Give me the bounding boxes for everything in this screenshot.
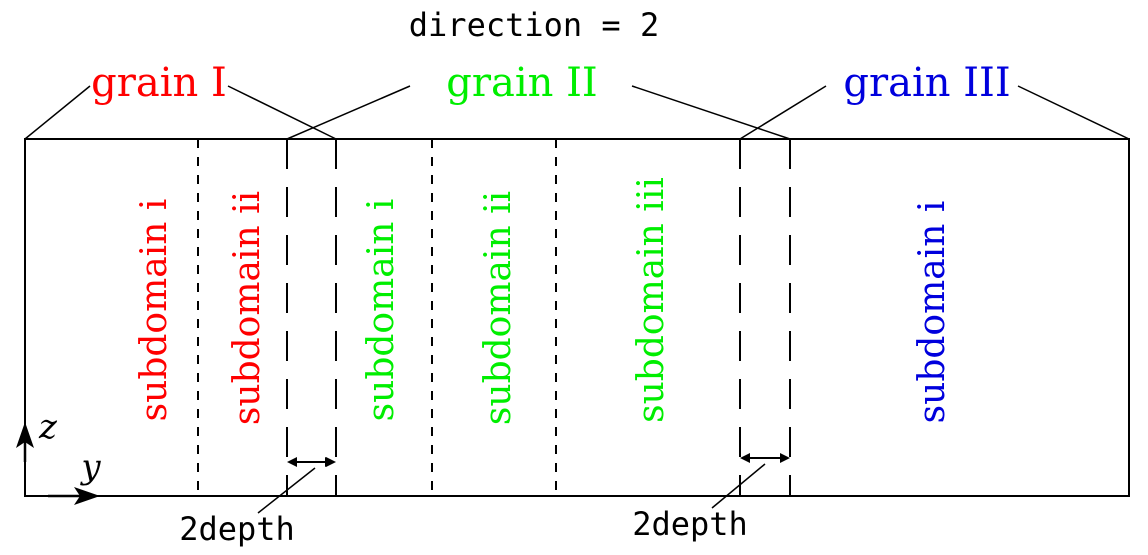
y-axis-arrowhead [74, 487, 100, 505]
grain-label-I: grain I [91, 60, 227, 106]
depth-leader-line [711, 463, 766, 509]
depth-leader-line [257, 467, 316, 514]
domain-box [24, 138, 1130, 497]
subdomain-label: subdomain ii [227, 191, 268, 425]
depth-label: 2depth [179, 510, 295, 548]
grain-leader-line [227, 85, 337, 140]
grain-leader-line [1017, 85, 1130, 140]
grain-leader-line [631, 85, 791, 140]
z-axis-arrowhead [16, 422, 34, 448]
depth-label: 2depth [632, 505, 748, 543]
subdomain-label: subdomain ii [478, 191, 519, 425]
grain-leader-line [739, 85, 827, 140]
depth-arrow-head-left [740, 453, 750, 463]
grain-leader-line [24, 85, 91, 140]
grain-label-III: grain III [843, 60, 1010, 106]
subdomain-label: subdomain iii [631, 177, 672, 423]
depth-arrow-head-right [780, 453, 790, 463]
z-axis-label: z [38, 407, 58, 447]
depth-arrow-head-left [287, 457, 297, 467]
grain-label-II: grain II [446, 60, 597, 106]
subdomain-label: subdomain i [361, 199, 402, 422]
y-axis-label: y [79, 447, 101, 487]
subdomain-label: subdomain i [134, 199, 175, 422]
subdomain-label: subdomain i [912, 201, 953, 424]
diagram-title: direction = 2 [409, 6, 659, 44]
grain-leader-line [286, 85, 411, 140]
depth-arrow-head-right [326, 457, 336, 467]
